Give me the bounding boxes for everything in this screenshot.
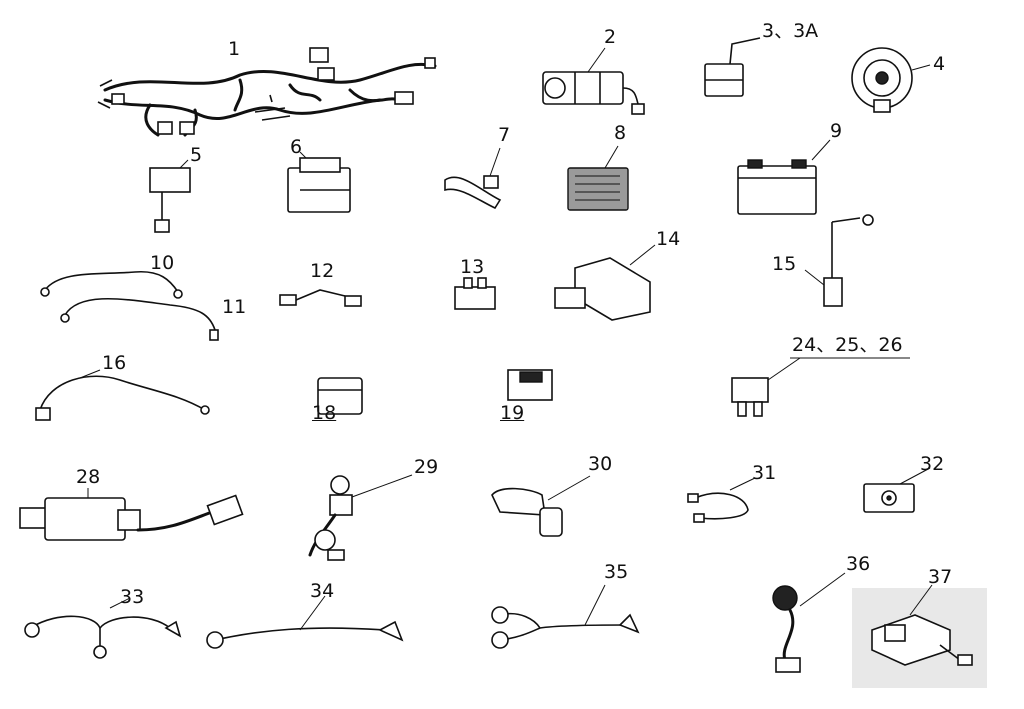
part-4-horn bbox=[851, 47, 931, 113]
callout-7: 7 bbox=[498, 124, 511, 146]
part-31-wire bbox=[687, 477, 756, 523]
callout-24: 24、25、26 bbox=[792, 334, 903, 356]
part-12-wire bbox=[279, 289, 362, 307]
part-29-switch bbox=[308, 474, 413, 561]
part-35-wire bbox=[491, 584, 640, 649]
part-32-switch bbox=[863, 467, 931, 513]
callout-13: 13 bbox=[460, 256, 485, 278]
callout-28: 28 bbox=[76, 466, 101, 488]
part-9-battery bbox=[737, 139, 831, 215]
callout-11: 11 bbox=[222, 296, 247, 318]
callout-15: 15 bbox=[772, 253, 797, 275]
callout-14: 14 bbox=[656, 228, 681, 250]
part-19-relay bbox=[507, 369, 553, 401]
part-24-fuse bbox=[731, 357, 910, 417]
callout-1: 1 bbox=[228, 38, 241, 60]
callout-2: 2 bbox=[604, 26, 617, 48]
callout-12: 12 bbox=[310, 260, 335, 282]
part-3-relay bbox=[704, 37, 761, 97]
callout-8: 8 bbox=[614, 122, 627, 144]
callout-33: 33 bbox=[120, 586, 145, 608]
callout-29: 29 bbox=[414, 456, 439, 478]
part-5-sensor bbox=[149, 159, 191, 233]
part-18-relay bbox=[317, 377, 363, 415]
part-13-relay bbox=[454, 277, 496, 310]
part-30-plug-cap bbox=[491, 475, 591, 537]
part-34-wire bbox=[206, 595, 404, 649]
callout-18: 18 bbox=[312, 402, 337, 424]
part-33-wire bbox=[24, 597, 182, 659]
callout-37: 37 bbox=[928, 566, 953, 588]
callout-32: 32 bbox=[920, 453, 945, 475]
callout-5: 5 bbox=[190, 144, 203, 166]
part-36-connector bbox=[772, 572, 846, 673]
callout-3: 3、3A bbox=[762, 20, 819, 42]
callout-35: 35 bbox=[604, 561, 629, 583]
part-37-connector-block bbox=[852, 584, 987, 688]
part-28-ignition-coil bbox=[19, 488, 244, 541]
callout-4: 4 bbox=[933, 53, 946, 75]
part-16-wire bbox=[35, 369, 210, 421]
part-8-regulator bbox=[567, 145, 629, 211]
callout-30: 30 bbox=[588, 453, 613, 475]
part-1-wiring-harness bbox=[97, 47, 437, 137]
callout-6: 6 bbox=[290, 136, 303, 158]
part-7-clamp bbox=[444, 147, 502, 210]
callout-31: 31 bbox=[752, 462, 777, 484]
part-15-sensor bbox=[804, 214, 874, 307]
part-10-wire bbox=[40, 270, 183, 299]
part-2-component bbox=[542, 47, 645, 115]
callout-36: 36 bbox=[846, 553, 871, 575]
callout-10: 10 bbox=[150, 252, 175, 274]
part-11-wire bbox=[60, 298, 219, 341]
callout-9: 9 bbox=[830, 120, 843, 142]
callout-34: 34 bbox=[310, 580, 335, 602]
part-6-relay-block bbox=[287, 151, 351, 213]
part-14-control-box bbox=[554, 244, 656, 321]
callout-16: 16 bbox=[102, 352, 127, 374]
callout-19: 19 bbox=[500, 402, 525, 424]
